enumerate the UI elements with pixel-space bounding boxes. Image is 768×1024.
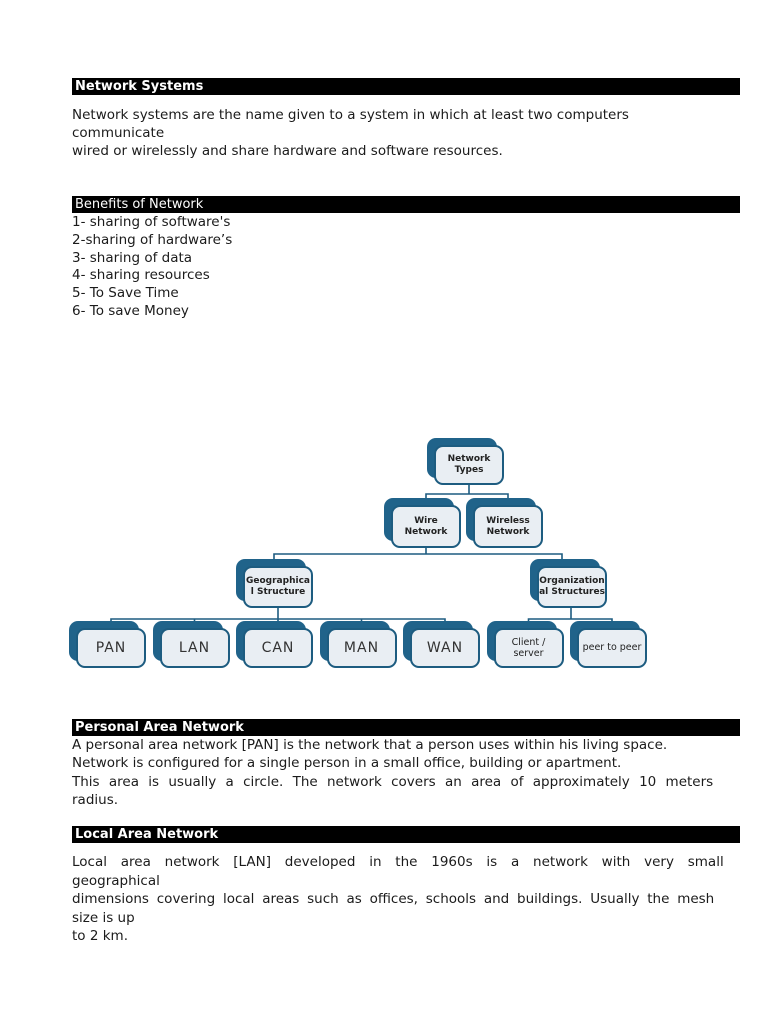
list-item: 4- sharing resources xyxy=(72,267,210,284)
paragraph-line: A personal area network [PAN] is the net… xyxy=(72,737,668,753)
diagram-node-geographical-structure: Geographica l Structure xyxy=(243,566,313,608)
node-label: peer to peer xyxy=(582,642,642,654)
paragraph-line: radius. xyxy=(72,792,119,809)
node-label: al Structures xyxy=(539,587,605,597)
list-item: 5- To Save Time xyxy=(72,285,179,302)
section-title: Benefits of Network xyxy=(75,197,204,212)
node-label: Wireless xyxy=(486,515,530,526)
section-header-network-systems: Network Systems xyxy=(72,78,740,95)
node-label: Wire xyxy=(414,515,438,526)
section-header-personal-area-network: Personal Area Network xyxy=(72,719,740,736)
node-label: LAN xyxy=(178,639,211,656)
network-systems-paragraph: Network systems are the name given to a … xyxy=(72,106,743,161)
section-title: Network Systems xyxy=(75,79,204,94)
diagram-node-peer-to-peer: peer to peer xyxy=(577,628,647,668)
list-item: 6- To save Money xyxy=(72,302,189,319)
diagram-node-man: MAN xyxy=(326,628,397,668)
section-header-benefits: Benefits of Network xyxy=(72,196,740,213)
diagram-node-lan: LAN xyxy=(159,628,230,668)
list-item: 1- sharing of software's xyxy=(72,214,231,230)
node-label: MAN xyxy=(343,639,380,656)
section-header-local-area-network: Local Area Network xyxy=(72,826,740,843)
paragraph-line: communicate xyxy=(72,125,165,142)
diagram-node-wan: WAN xyxy=(410,628,480,668)
benefits-list: 1- sharing of software's 2-sharing of ha… xyxy=(72,214,743,321)
section-title: Personal Area Network xyxy=(75,720,244,735)
node-label: Network xyxy=(404,526,448,537)
node-label: Network xyxy=(447,454,491,465)
node-label: Network xyxy=(486,526,530,537)
list-item: 2-sharing of hardware’s xyxy=(72,231,233,248)
node-label: Client / xyxy=(511,636,546,648)
paragraph-line: Network is configured for a single perso… xyxy=(72,755,622,772)
node-label: server xyxy=(513,648,544,659)
lan-paragraph: Local area network [LAN] developed in th… xyxy=(72,853,743,946)
node-label: WAN xyxy=(426,639,464,656)
paragraph-line: to 2 km. xyxy=(72,928,128,945)
diagram-node-wire-network: Wire Network xyxy=(391,505,461,548)
diagram-node-organizational-structures: Organization al Structures xyxy=(537,566,607,608)
connector-level3-left xyxy=(110,608,446,628)
diagram-node-can: CAN xyxy=(243,628,313,668)
diagram-node-wireless-network: Wireless Network xyxy=(473,505,543,548)
list-item: 3- sharing of data xyxy=(72,249,193,266)
paragraph-line: Network systems are the name given to a … xyxy=(72,107,629,123)
diagram-node-pan: PAN xyxy=(76,628,146,668)
connector-level3-right xyxy=(527,608,613,628)
paragraph-line: size is up xyxy=(72,909,135,926)
node-label: PAN xyxy=(95,639,127,656)
paragraph-line: dimensions covering local areas such as … xyxy=(72,891,715,908)
connector-level1 xyxy=(425,485,509,505)
node-label: CAN xyxy=(261,639,295,656)
node-label: Geographica xyxy=(246,576,310,587)
section-title: Local Area Network xyxy=(75,827,219,842)
diagram-node-client-server: Client / server xyxy=(493,628,564,668)
paragraph-line: Local area network [LAN] developed in th… xyxy=(72,854,724,870)
paragraph-line: geographical xyxy=(72,872,160,889)
paragraph-line: This area is usually a circle. The netwo… xyxy=(72,773,714,790)
node-label: Types xyxy=(454,465,484,475)
connector-level2 xyxy=(273,548,563,566)
diagram-node-network-types: Network Types xyxy=(434,445,504,485)
pan-paragraph: A personal area network [PAN] is the net… xyxy=(72,736,743,810)
node-label: Organization xyxy=(539,576,605,587)
node-label: l Structure xyxy=(250,587,306,597)
paragraph-line: wired or wirelessly and share hardware a… xyxy=(72,143,503,160)
